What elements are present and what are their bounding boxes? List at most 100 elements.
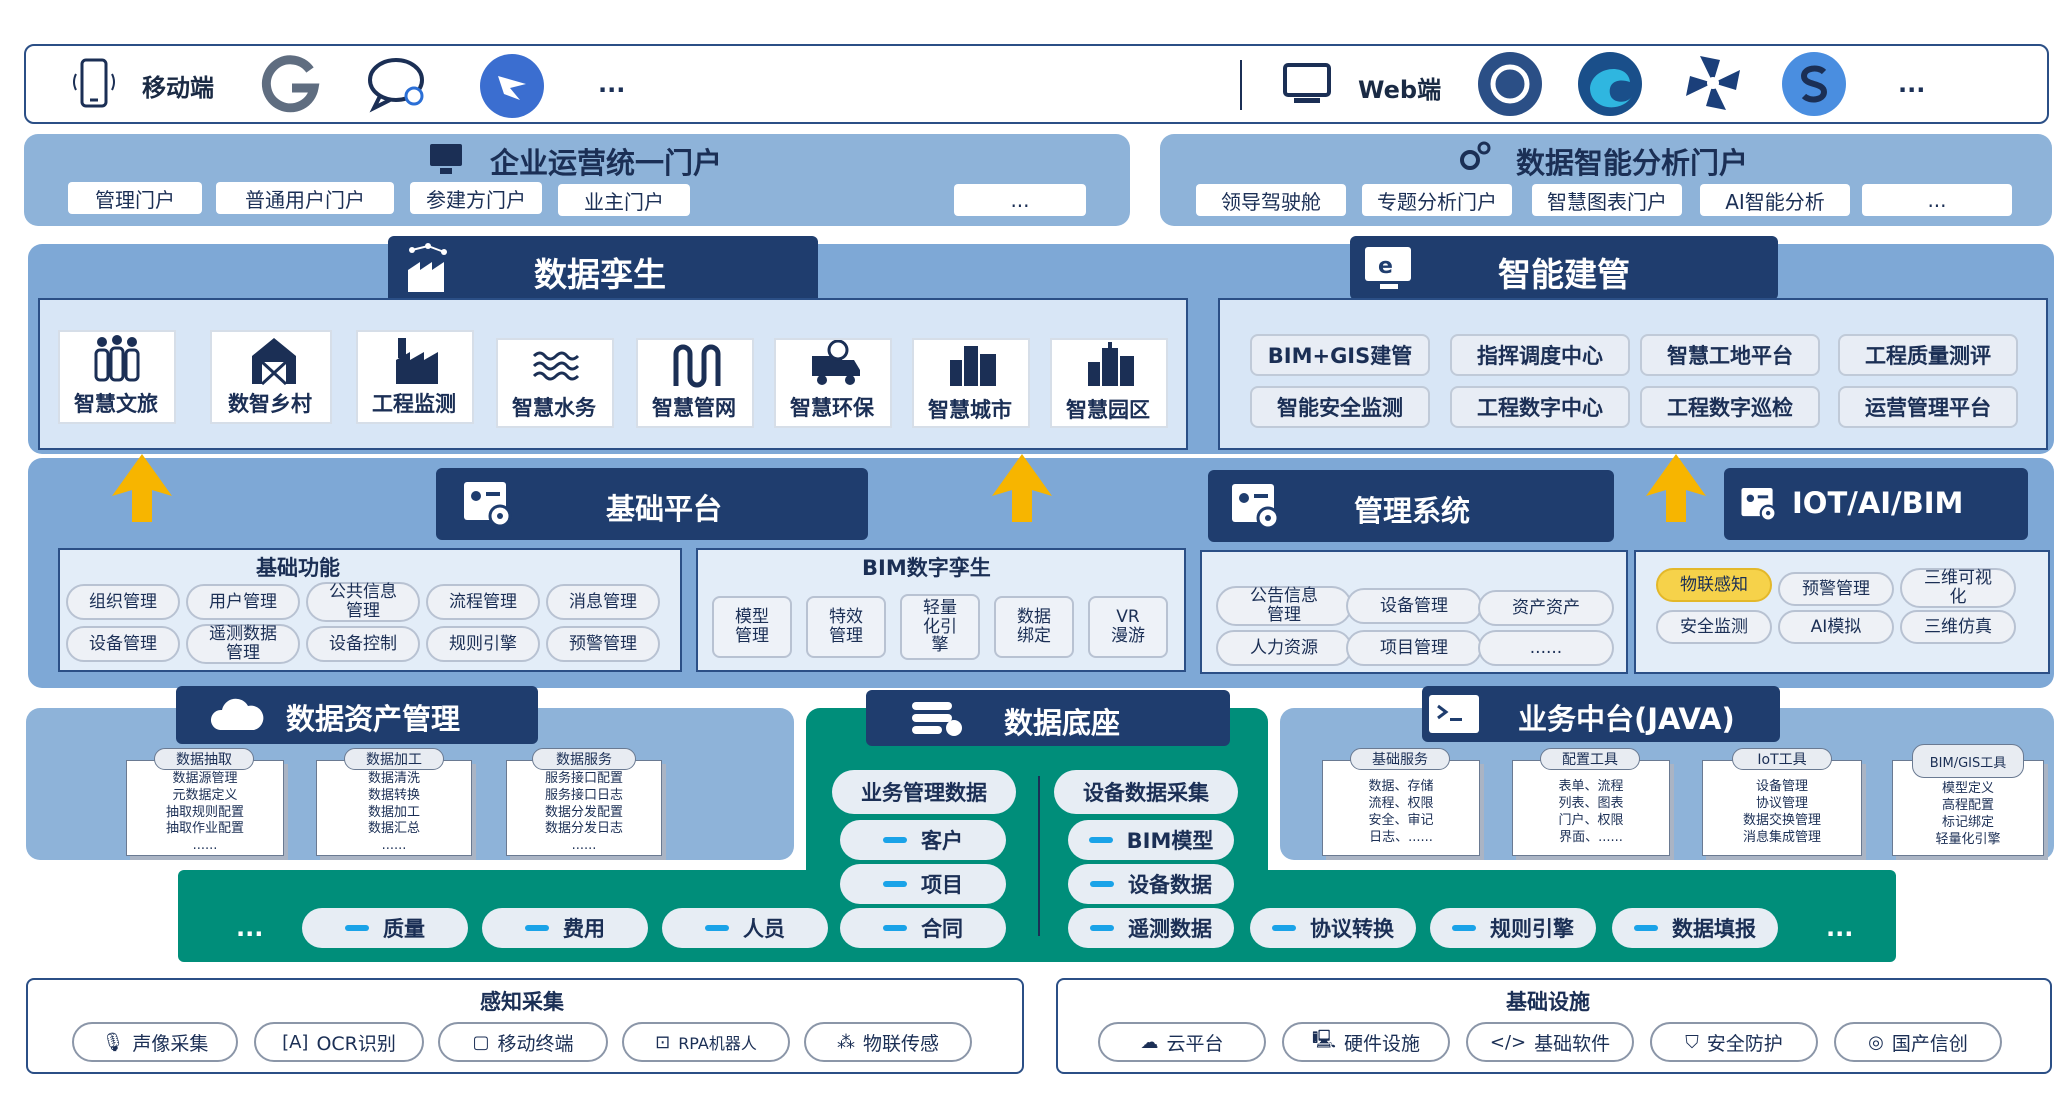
sogou-browser-icon[interactable] bbox=[1782, 52, 1846, 116]
app-label: 智慧环保 bbox=[790, 396, 874, 420]
dev-item-device[interactable]: 设备数据 bbox=[1068, 864, 1234, 904]
func-user[interactable]: 用户管理 bbox=[186, 584, 300, 620]
bim-vr[interactable]: VR 漫游 bbox=[1088, 596, 1168, 658]
doc-line: 轻量化引擎 bbox=[1935, 831, 2001, 847]
enterprise-portal-title: 企业运营统一门户 bbox=[490, 146, 723, 180]
app-card-water[interactable]: 智慧水务 bbox=[496, 338, 614, 428]
func-rule-engine[interactable]: 规则引擎 bbox=[426, 626, 540, 662]
infra-cloud[interactable]: ☁云平台 bbox=[1098, 1022, 1266, 1062]
portal-item-user[interactable]: 普通用户门户 bbox=[216, 182, 394, 214]
mgmt-hr[interactable]: 人力资源 bbox=[1216, 630, 1352, 666]
asset-doc-extract[interactable]: 数据源管理 元数据定义 抽取规则配置 抽取作业配置 ...... bbox=[126, 760, 284, 856]
func-org[interactable]: 组织管理 bbox=[66, 584, 180, 620]
asset-doc-service[interactable]: 服务接口配置 服务接口日志 数据分发配置 数据分发日志 ...... bbox=[506, 760, 662, 856]
mgmt-more[interactable]: ...... bbox=[1478, 630, 1614, 666]
doc-line: 协议管理 bbox=[1755, 796, 1808, 812]
middle-doc-config[interactable]: 表单、流程 列表、图表 门户、权限 界面、...... bbox=[1512, 760, 1670, 856]
base-item-protocol[interactable]: 协议转换 bbox=[1250, 908, 1416, 948]
sense-mobile[interactable]: ▢移动终端 bbox=[438, 1022, 608, 1062]
smart-btn-dispatch[interactable]: 指挥调度中心 bbox=[1450, 334, 1630, 376]
iot-3d-sim[interactable]: 三维仿真 bbox=[1900, 610, 2016, 644]
func-device[interactable]: 设备管理 bbox=[66, 626, 180, 662]
iot-3d-vis[interactable]: 三维可视 化 bbox=[1900, 568, 2016, 608]
mgmt-asset[interactable]: 资产资产 bbox=[1478, 590, 1614, 626]
mgmt-title: 管理系统 bbox=[1354, 494, 1471, 528]
smart-btn-ops[interactable]: 运营管理平台 bbox=[1838, 386, 2018, 428]
dash-icon bbox=[1090, 925, 1114, 931]
func-alert[interactable]: 预警管理 bbox=[546, 626, 660, 662]
g-mobile-app-icon[interactable] bbox=[258, 52, 322, 116]
asset-doc-process[interactable]: 数据清洗 数据转换 数据加工 数据汇总 ...... bbox=[316, 760, 472, 856]
sense-audio[interactable]: 🎙声像采集 bbox=[72, 1022, 238, 1062]
iot-sensing[interactable]: 物联感知 bbox=[1656, 568, 1772, 602]
mgmt-notice[interactable]: 公告信息 管理 bbox=[1216, 586, 1352, 626]
dev-item-telemetry[interactable]: 遥测数据 bbox=[1068, 908, 1234, 948]
truck-icon bbox=[812, 340, 860, 385]
biz-item-project[interactable]: 项目 bbox=[840, 864, 1006, 904]
app-card-pipeline[interactable]: 智慧管网 bbox=[636, 338, 754, 428]
func-message[interactable]: 消息管理 bbox=[546, 584, 660, 620]
base-item-staff[interactable]: 人员 bbox=[662, 908, 828, 948]
infra-security[interactable]: ⛉安全防护 bbox=[1650, 1022, 1818, 1062]
bim-model[interactable]: 模型 管理 bbox=[712, 596, 792, 658]
func-device-control[interactable]: 设备控制 bbox=[306, 626, 420, 662]
portal-item-participant[interactable]: 参建方门户 bbox=[410, 182, 542, 214]
terminal-icon bbox=[1428, 694, 1480, 734]
portal-item-more2[interactable]: ... bbox=[1862, 184, 2012, 216]
dingtalk-app-icon[interactable] bbox=[480, 54, 544, 118]
edge-browser-icon[interactable] bbox=[1578, 52, 1642, 116]
dev-item-bim[interactable]: BIM模型 bbox=[1068, 820, 1234, 860]
mgmt-device[interactable]: 设备管理 bbox=[1346, 588, 1482, 624]
smart-btn-site[interactable]: 智慧工地平台 bbox=[1640, 334, 1820, 376]
portal-item-more[interactable]: ... bbox=[954, 184, 1086, 216]
infra-software[interactable]: </>基础软件 bbox=[1466, 1022, 1634, 1062]
portal-item-cockpit[interactable]: 领导驾驶舱 bbox=[1196, 184, 1346, 216]
smart-btn-bimgis[interactable]: BIM+GIS建管 bbox=[1250, 334, 1430, 376]
gears-icon bbox=[1458, 140, 1492, 172]
func-public-info[interactable]: 公共信息 管理 bbox=[306, 582, 420, 622]
base-item-fill[interactable]: 数据填报 bbox=[1612, 908, 1778, 948]
app-card-tourism[interactable]: 智慧文旅 bbox=[58, 330, 176, 424]
mgmt-project[interactable]: 项目管理 bbox=[1346, 630, 1482, 666]
infra-hardware[interactable]: 🖳硬件设施 bbox=[1282, 1022, 1450, 1062]
portal-item-owner[interactable]: 业主门户 bbox=[558, 184, 690, 216]
infra-domestic[interactable]: ◎国产信创 bbox=[1834, 1022, 2002, 1062]
bim-lightweight[interactable]: 轻量 化引 擎 bbox=[900, 594, 980, 660]
app-card-env[interactable]: 智慧环保 bbox=[774, 338, 892, 428]
middle-doc-iot[interactable]: 设备管理 协议管理 数据交换管理 消息集成管理 bbox=[1702, 760, 1862, 856]
sense-iot[interactable]: ⁂物联传感 bbox=[804, 1022, 972, 1062]
smart-btn-quality[interactable]: 工程质量测评 bbox=[1838, 334, 2018, 376]
biz-item-customer[interactable]: 客户 bbox=[840, 820, 1006, 860]
smart-btn-safety[interactable]: 智能安全监测 bbox=[1250, 386, 1430, 428]
iot-ai-sim[interactable]: AI模拟 bbox=[1778, 610, 1894, 644]
middle-doc-base[interactable]: 数据、存储 流程、权限 安全、审记 日志、...... bbox=[1322, 760, 1480, 856]
doc-line: 数据转换 bbox=[367, 787, 420, 803]
biz-item-contract[interactable]: 合同 bbox=[840, 908, 1006, 948]
smart-btn-patrol[interactable]: 工程数字巡检 bbox=[1640, 386, 1820, 428]
base-item-quality[interactable]: 质量 bbox=[302, 908, 468, 948]
app-card-park[interactable]: 智慧园区 bbox=[1050, 338, 1168, 428]
portal-item-admin[interactable]: 管理门户 bbox=[68, 182, 202, 214]
safari-browser-icon[interactable] bbox=[1680, 50, 1746, 116]
portal-item-ai[interactable]: AI智能分析 bbox=[1700, 184, 1850, 216]
chat-app-icon[interactable] bbox=[366, 54, 432, 114]
iot-safety[interactable]: 安全监测 bbox=[1656, 610, 1772, 644]
app-card-city[interactable]: 智慧城市 bbox=[912, 338, 1030, 428]
portal-item-topic[interactable]: 专题分析门户 bbox=[1362, 184, 1512, 216]
app-card-village[interactable]: 数智乡村 bbox=[210, 330, 332, 424]
smart-btn-digital-center[interactable]: 工程数字中心 bbox=[1450, 386, 1630, 428]
bim-effects[interactable]: 特效 管理 bbox=[806, 596, 886, 658]
func-workflow[interactable]: 流程管理 bbox=[426, 584, 540, 620]
iot-alert[interactable]: 预警管理 bbox=[1778, 572, 1894, 606]
sense-rpa[interactable]: ⊡RPA机器人 bbox=[622, 1022, 790, 1062]
chrome-browser-icon[interactable] bbox=[1478, 52, 1542, 116]
base-item-rules[interactable]: 规则引擎 bbox=[1430, 908, 1596, 948]
sense-ocr[interactable]: [A]OCR识别 bbox=[254, 1022, 424, 1062]
func-telemetry[interactable]: 遥测数据 管理 bbox=[186, 624, 300, 664]
base-item-cost[interactable]: 费用 bbox=[482, 908, 648, 948]
dash-icon bbox=[883, 881, 907, 887]
app-card-monitoring[interactable]: 工程监测 bbox=[356, 330, 474, 424]
bim-binding[interactable]: 数据 绑定 bbox=[994, 596, 1074, 658]
doc-line: 数据清洗 bbox=[367, 770, 420, 786]
portal-item-chart[interactable]: 智慧图表门户 bbox=[1532, 184, 1682, 216]
